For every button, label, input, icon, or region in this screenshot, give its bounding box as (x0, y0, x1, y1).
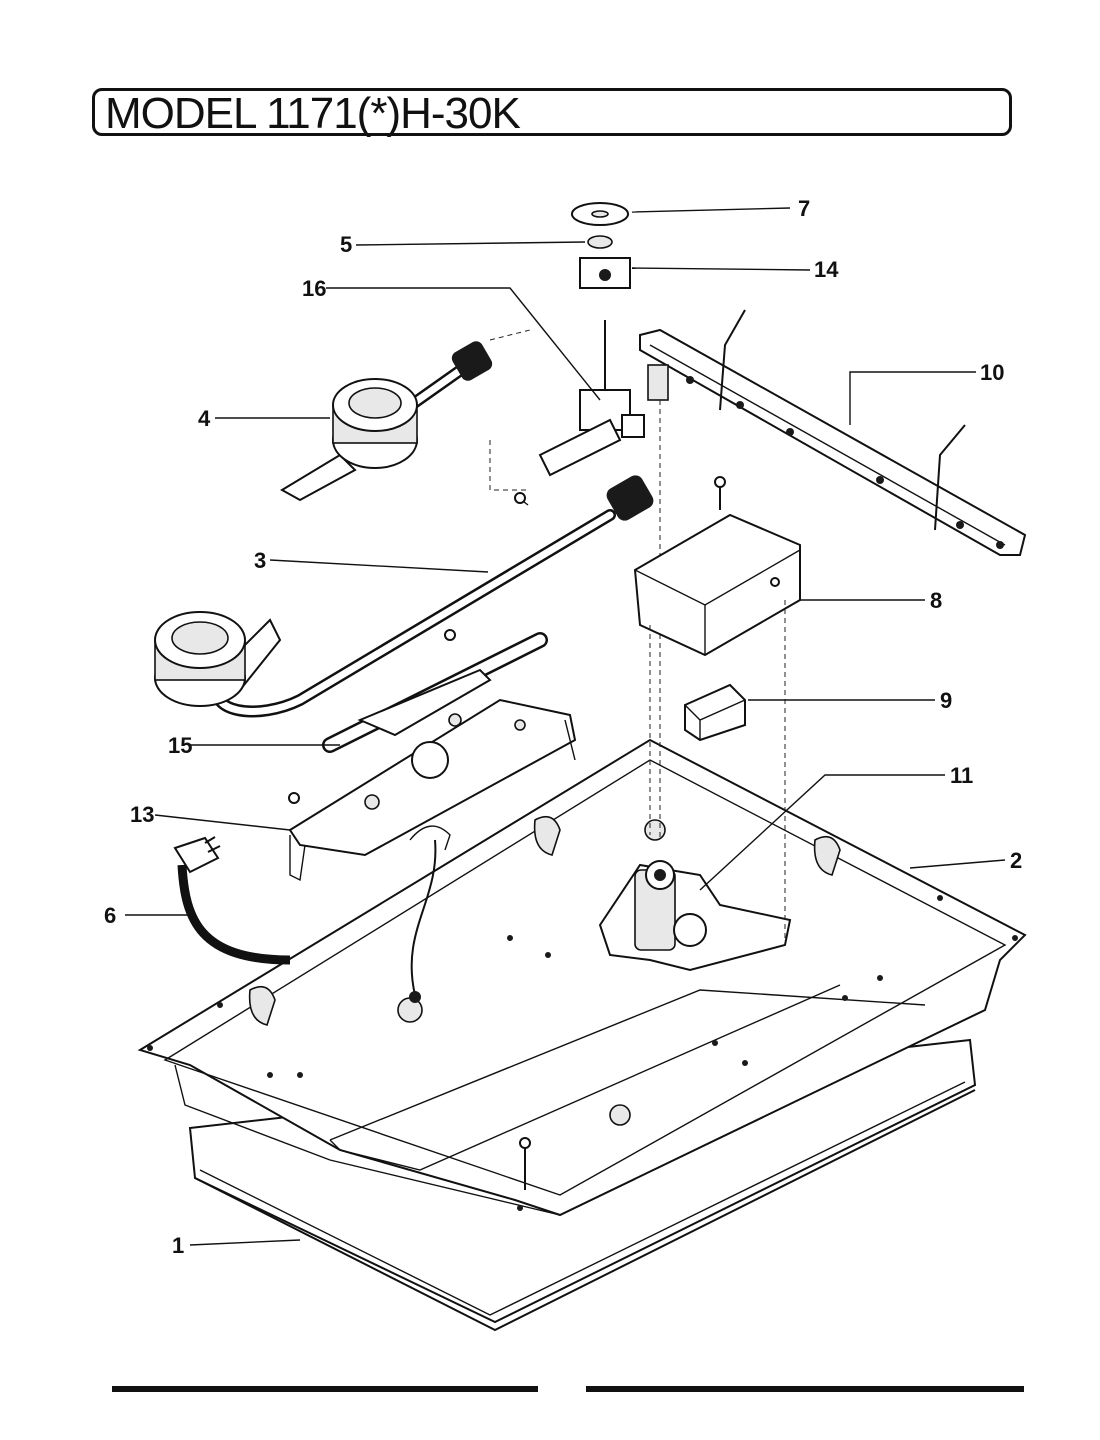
footer-rule-right (586, 1386, 1024, 1392)
callout-leaders (125, 207, 1006, 1246)
callout-14: 14 (814, 257, 839, 282)
callout-labels: 7 5 14 16 10 4 3 8 9 15 11 13 2 6 1 (104, 196, 1022, 1258)
page-title: MODEL 1171(*)H-30K (105, 89, 521, 138)
callout-1: 1 (172, 1233, 184, 1258)
terminal-block-part (684, 683, 746, 742)
ground-wire-part (409, 839, 437, 1003)
callout-2: 2 (1010, 848, 1022, 873)
guide-line (489, 329, 531, 491)
tube-part (322, 629, 548, 753)
valve-bracket-part (288, 698, 577, 882)
callout-6: 6 (104, 903, 116, 928)
regulator-part (598, 860, 792, 972)
power-cord-part (173, 836, 291, 965)
callout-3: 3 (254, 548, 266, 573)
stem-parts (571, 202, 631, 289)
callout-11: 11 (950, 763, 973, 788)
control-box-part (633, 476, 801, 940)
callout-4: 4 (198, 406, 211, 431)
callout-13: 13 (130, 802, 154, 827)
callout-9: 9 (940, 688, 952, 713)
callout-5: 5 (340, 232, 352, 257)
callout-8: 8 (930, 588, 942, 613)
footer-rule-left (112, 1386, 538, 1392)
callout-15: 15 (168, 733, 192, 758)
title-box: MODEL 1171(*)H-30K (92, 88, 1012, 138)
front-burner-part (280, 341, 493, 502)
callout-10: 10 (980, 360, 1004, 385)
callout-7: 7 (798, 196, 810, 221)
rear-burner-part (154, 475, 654, 718)
manifold-part (639, 309, 1027, 840)
callout-16: 16 (302, 276, 326, 301)
cooktop-pan-part (137, 738, 1027, 1217)
valve-part (514, 320, 645, 506)
